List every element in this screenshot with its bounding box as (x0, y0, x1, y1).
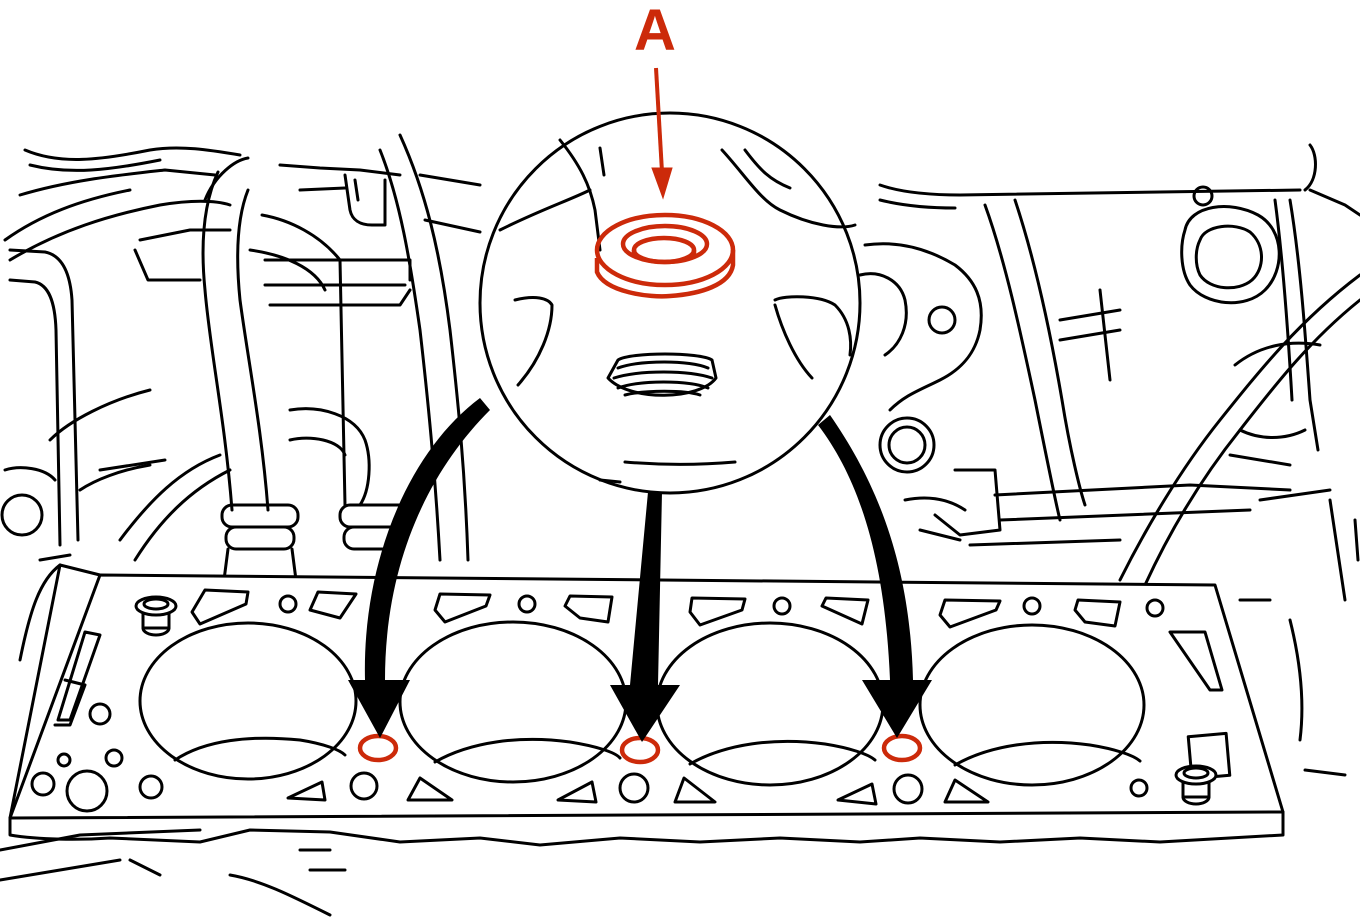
seal-ring-1 (357, 733, 399, 763)
pointer-arrows (348, 398, 932, 742)
arrow-right (818, 415, 932, 738)
dowel-pin-right (1174, 731, 1232, 806)
gasket-top-ports (190, 588, 1224, 692)
cylinder-bore-1 (138, 621, 358, 781)
dowel-pin-left (134, 595, 178, 637)
arrow-middle (610, 492, 680, 742)
cylinder-bore-4 (918, 623, 1146, 787)
arrow-left (348, 398, 490, 738)
gasket-bottom-ports (286, 771, 990, 806)
callout-a: A (634, 0, 676, 200)
seal-ring-3 (881, 733, 923, 763)
gasket-left-features (30, 630, 1149, 813)
callout-leader-line (654, 67, 664, 173)
seal-washer-detail (594, 212, 736, 299)
callout-label: A (634, 0, 676, 63)
callout-arrowhead (651, 167, 673, 200)
magnified-detail-view (478, 111, 862, 495)
threaded-hole (606, 352, 718, 397)
